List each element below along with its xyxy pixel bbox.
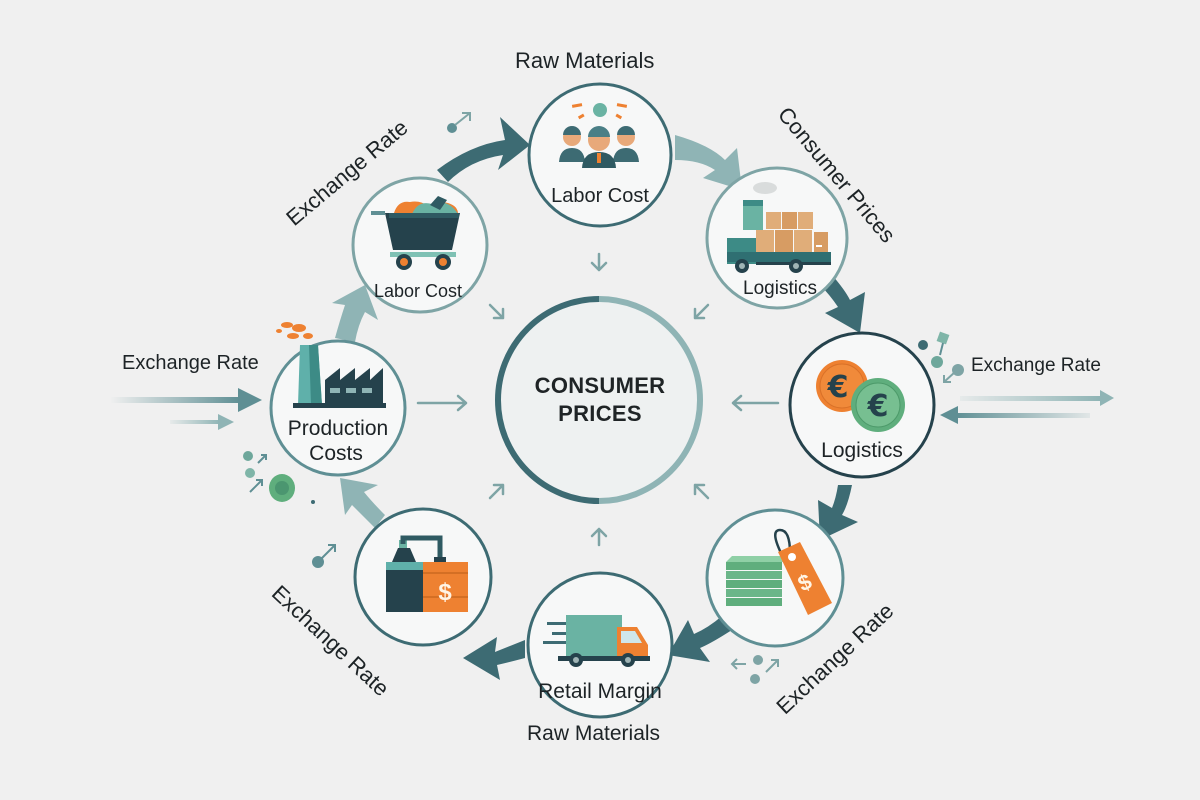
fast-truck-icon (543, 615, 650, 667)
cycle-arrow-topleft-to-top (437, 117, 530, 182)
arrow-right-icon (416, 394, 468, 412)
node-top (527, 82, 673, 228)
arrow-down-icon (590, 252, 608, 272)
arrow-up-icon (590, 527, 608, 547)
outer-label-right: Exchange Rate (971, 355, 1101, 376)
cycle-arrow-bottomright-to-bottom (668, 616, 735, 662)
node-right-label: Logistics (821, 439, 903, 462)
node-top-right (705, 166, 849, 310)
node-top-label: Labor Cost (551, 185, 649, 207)
node-top-right-label: Logistics (743, 278, 817, 299)
node-left (269, 322, 407, 477)
center-title-line2: PRICES (558, 401, 642, 426)
decor-right-molecule (918, 331, 964, 383)
delivery-truck-boxes-icon (727, 182, 831, 273)
euro-coins-icon: € € (816, 360, 905, 432)
arrow-up-left-icon (693, 483, 710, 500)
right-in-arrow-head (940, 406, 958, 424)
center-title: CONSUMER PRICES (500, 372, 700, 428)
left-arrow-head (238, 388, 262, 412)
outer-label-left: Exchange Rate (122, 352, 259, 374)
node-left-label-line1: Production (288, 417, 388, 440)
cycle-arrow-left-to-topleft (332, 285, 378, 342)
machine-dollar-crate-icon: $ (386, 535, 468, 612)
outer-label-top: Raw Materials (515, 48, 655, 73)
right-in-arrow-shaft (955, 413, 1090, 418)
node-bottom-label: Retail Margin (538, 680, 662, 703)
cycle-arrow-top-to-topright (675, 135, 742, 190)
workers-icon (559, 103, 639, 168)
center-node (495, 296, 703, 504)
money-price-tag-icon: $ (726, 528, 832, 615)
shopping-cart-icon (371, 196, 460, 270)
decor-bottomleft (312, 544, 336, 568)
node-bottom-left: $ (353, 507, 493, 647)
decor-left-cluster (243, 451, 315, 504)
svg-text:$: $ (438, 579, 452, 606)
node-bottom (526, 571, 674, 719)
center-title-line1: CONSUMER (534, 373, 666, 398)
left-arrow-shaft-small (170, 420, 220, 424)
svg-text:€: € (867, 389, 889, 424)
left-input-arrows (110, 388, 262, 430)
outer-label-bottom: Raw Materials (527, 722, 661, 745)
decor-bottomright (730, 655, 779, 684)
cycle-arrow-bottomleft-to-left (340, 478, 385, 528)
arrow-down-left-icon (693, 303, 710, 320)
cycle-arrow-bottom-to-bottomleft (463, 637, 525, 680)
node-top-left-label: Labor Cost (374, 281, 462, 301)
node-bottom-right: $ (705, 508, 845, 648)
cycle-arrows (332, 117, 865, 680)
arrow-down-right-icon (488, 303, 505, 320)
right-out-arrow-shaft (960, 396, 1100, 401)
cycle-arrow-topright-to-right (820, 275, 865, 333)
node-right: € € (788, 331, 936, 479)
node-left-label-line2: Costs (309, 442, 363, 465)
arrow-left-icon (731, 394, 780, 412)
center-ring (495, 296, 703, 504)
arrow-up-right-icon (488, 483, 505, 500)
left-arrow-head-small (218, 414, 234, 430)
inward-arrows (416, 252, 780, 547)
right-input-arrows (940, 390, 1114, 424)
node-top-left (351, 176, 489, 314)
decor-topleft (447, 112, 471, 133)
right-out-arrow-head (1100, 390, 1114, 406)
left-arrow-shaft (110, 397, 240, 403)
svg-text:€: € (827, 370, 849, 405)
factory-icon (276, 322, 386, 408)
cycle-arrow-right-to-bottomright (818, 485, 858, 540)
